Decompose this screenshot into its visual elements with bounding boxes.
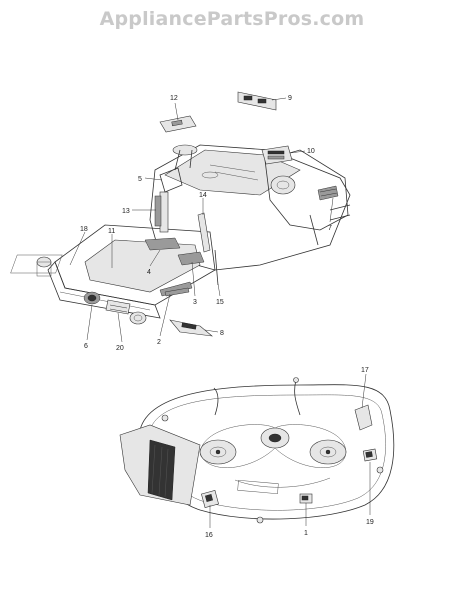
callout-3: 3: [193, 299, 197, 306]
callout-8: 8: [220, 330, 224, 337]
decal-8: [169, 319, 213, 337]
callout-15: 15: [216, 299, 224, 306]
callout-20: 20: [116, 345, 124, 352]
callout-19: 19: [366, 519, 374, 526]
callout-11: 11: [108, 228, 115, 235]
mower-deck-assembly: [119, 377, 395, 524]
callout-7: 7: [328, 225, 332, 232]
decal-19: [362, 448, 378, 462]
callout-4: 4: [147, 269, 151, 276]
callout-13: 13: [122, 208, 130, 215]
discharge-chute: [119, 424, 201, 506]
callout-1: 1: [304, 530, 308, 537]
callout-2: 2: [157, 339, 161, 346]
watermark: AppliancePartsPros.com: [99, 8, 365, 30]
vent-decal-7: [317, 185, 339, 201]
chassis-assembly: [10, 91, 351, 337]
decal-16: [201, 490, 219, 508]
decal-6: [83, 291, 101, 305]
decal-20: [105, 299, 131, 315]
callout-12: 12: [170, 95, 178, 102]
leader-lines: [69, 97, 371, 528]
decal-10: [261, 145, 293, 165]
callout-16: 16: [205, 532, 213, 539]
decal-9: [237, 91, 277, 111]
callout-14: 14: [199, 192, 207, 199]
callout-5: 5: [138, 176, 142, 183]
decal-1: [299, 493, 313, 504]
callout-labels: 12 9 10 5 13 14 7 18 11 4 3 15 6 20 2 8 …: [80, 95, 374, 539]
callout-10: 10: [307, 148, 315, 155]
callout-6: 6: [84, 343, 88, 350]
decal-12: [159, 115, 197, 133]
callout-17: 17: [361, 367, 369, 374]
callout-9: 9: [288, 95, 292, 102]
callout-18: 18: [80, 226, 88, 233]
